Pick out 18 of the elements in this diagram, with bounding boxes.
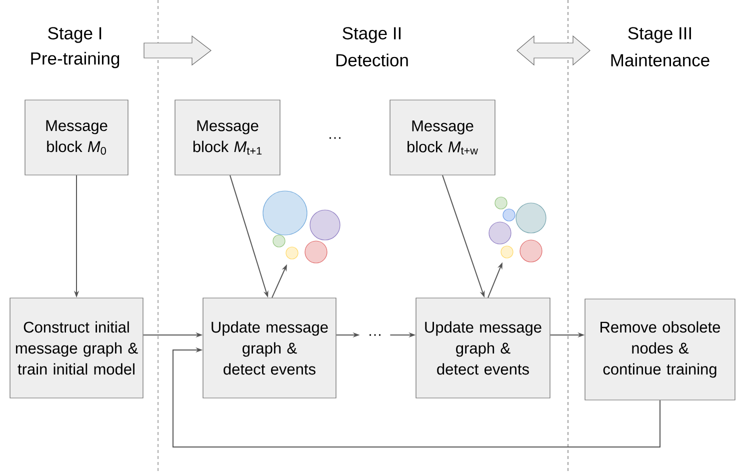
arrow: [172, 347, 660, 448]
process-box: Update message graph & detect events: [202, 298, 336, 398]
bubble-cluster-drawing: [488, 196, 546, 262]
stage-title: Stage I: [48, 27, 102, 43]
process-box: Message block M$_{t+1}$: [174, 100, 280, 176]
ellipsis: …: [330, 137, 340, 139]
stage-title: Detection: [336, 54, 408, 66]
stage-title: Pre-training: [31, 52, 120, 68]
bubble-cluster-drawing: [262, 190, 340, 264]
stage-title: Stage II: [342, 27, 401, 43]
process-box: Construct initial message graph & train initial model: [10, 298, 144, 398]
process-box: Message block M$_{t+w}$: [390, 100, 496, 176]
process-box: Update message graph & detect events: [416, 298, 550, 398]
process-box: Message block M$_{0}$: [24, 100, 128, 176]
stage-title: Maintenance: [611, 54, 710, 66]
process-box: Remove obsolete nodes & continue training: [584, 298, 736, 400]
stage-title: Stage III: [628, 27, 691, 43]
ellipsis: …: [370, 334, 380, 336]
